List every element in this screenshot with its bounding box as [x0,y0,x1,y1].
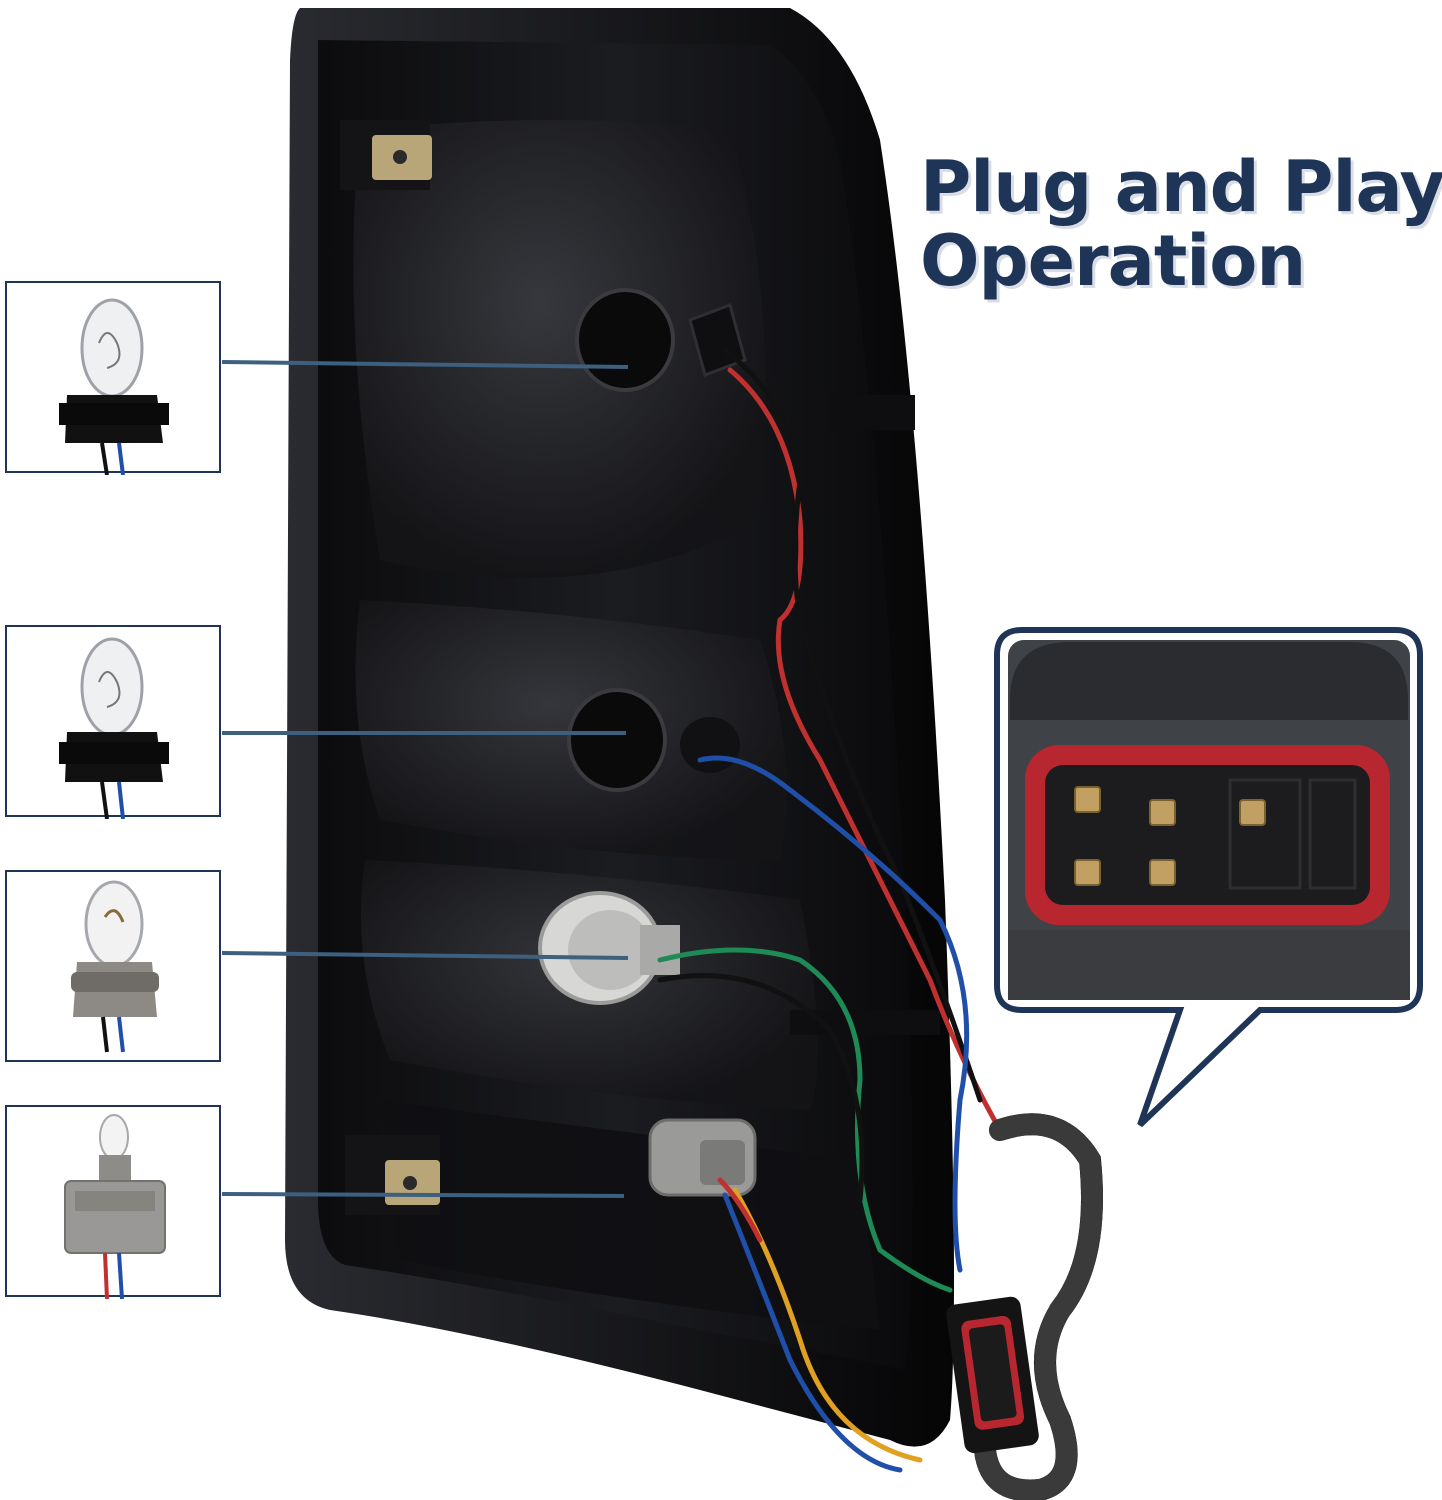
bulb-1157-icon-2 [59,637,169,819]
leader-lines [221,360,629,1198]
harness-connector-small [946,1296,1039,1454]
bulb-inset-2 [5,625,221,819]
bulb-3157-grey-icon [71,880,159,1053]
bulb-inset-4 [5,1105,221,1299]
headline: Plug and Play Operation [920,146,1442,302]
socket-lower-grey [538,891,680,1005]
bulb-wedge-grey-icon [64,1114,166,1299]
bulb-inset-1 [5,281,221,475]
bulb-1157-icon [59,298,169,475]
connector-callout [994,627,1423,1128]
headline-line-1: Plug and Play [920,146,1442,228]
wiring-harness [657,347,1103,1500]
mounting-clip-top [340,120,432,190]
upper-lamp-chamber [353,120,766,578]
connector-pins [1074,786,1266,886]
bulb-inset-3 [5,870,221,1062]
mounting-clip-bottom [345,1135,440,1215]
headline-line-2: Operation [920,220,1306,302]
socket-bottom-grey [648,1118,757,1197]
